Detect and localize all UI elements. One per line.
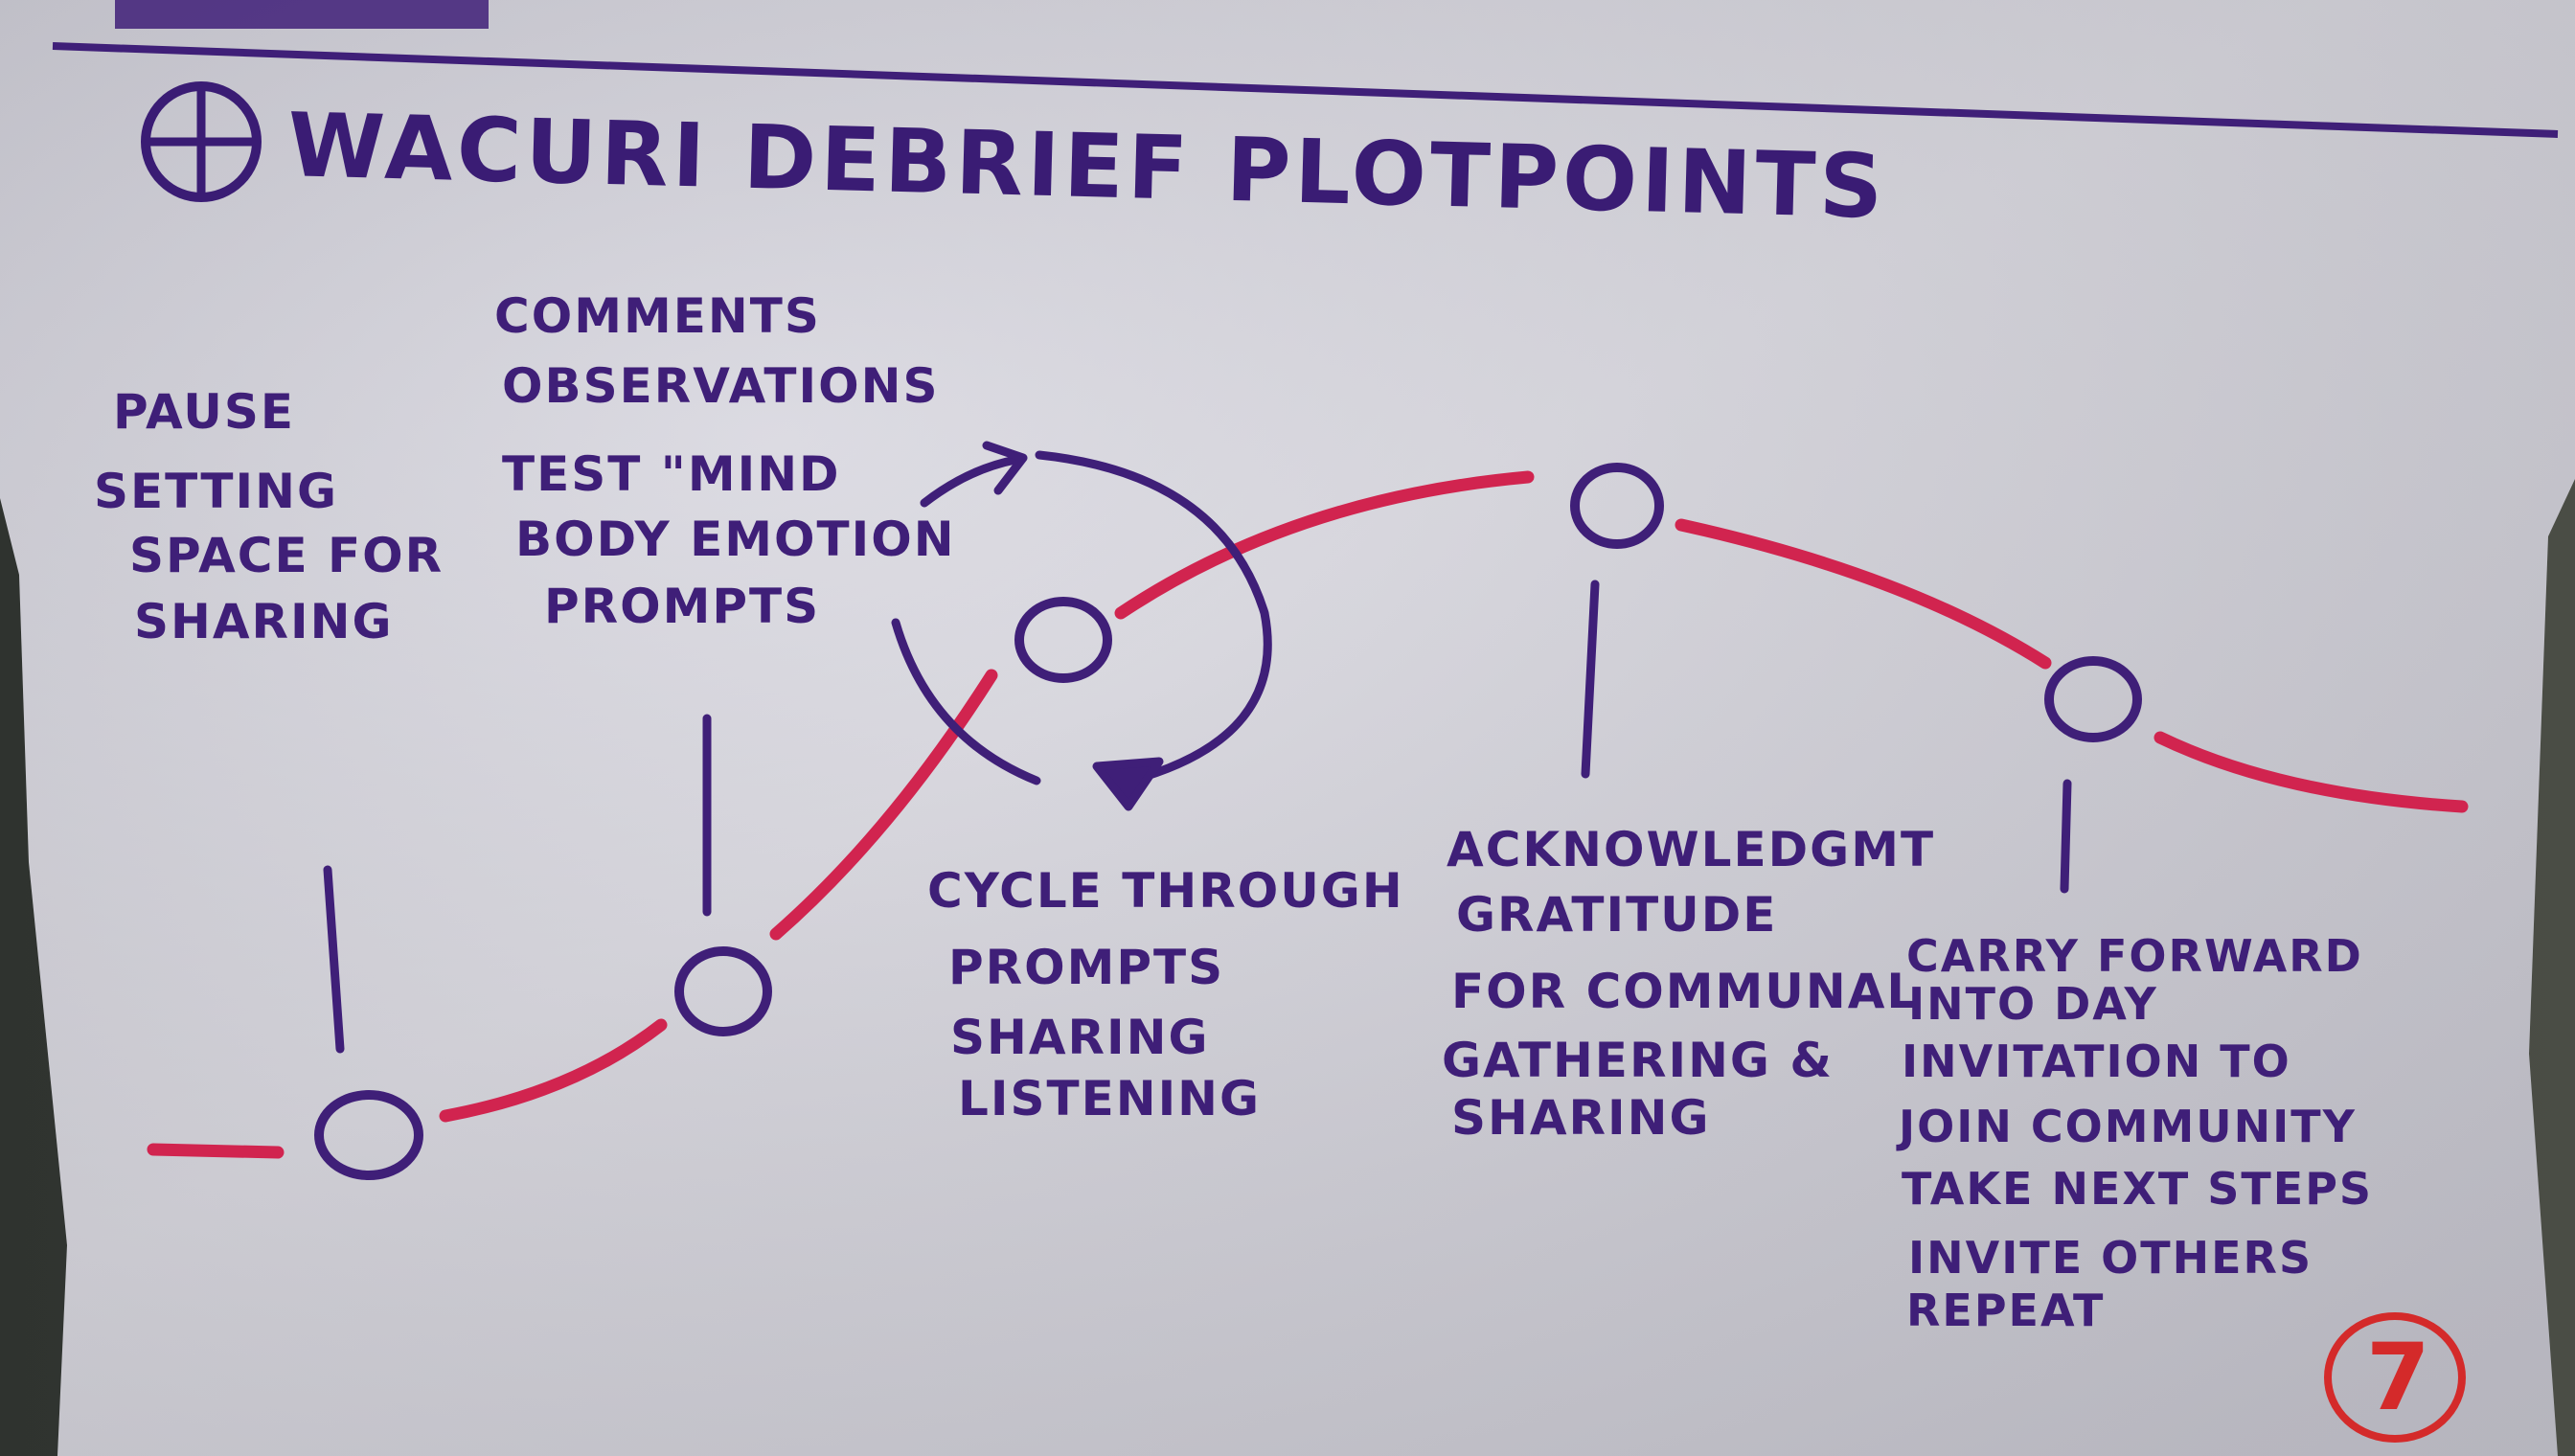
note-line: OBSERVATIONS (502, 358, 940, 414)
circle-cross-icon (141, 81, 262, 202)
cycle-arrow-icon (891, 441, 1272, 811)
note-line: FOR COMMUNAL (1451, 964, 1920, 1019)
curve-segment-5 (1675, 518, 2052, 670)
note-line: TEST "MIND (502, 446, 841, 502)
header-rule (52, 42, 2559, 138)
curve-segment-4 (1114, 470, 1535, 620)
note-line: PAUSE (113, 384, 295, 440)
note-line: COMMENTS (494, 288, 821, 344)
note-line: PROMPTS (948, 940, 1225, 995)
curve-segment-1 (147, 1143, 285, 1159)
note-line: TAKE NEXT STEPS (1902, 1163, 2374, 1215)
note-line: SETTING (94, 464, 339, 519)
note-line: CARRY FORWARD (1906, 930, 2363, 982)
note-line: REPEAT (1906, 1285, 2106, 1336)
curve-segment-6 (2153, 731, 2469, 813)
note-line: JOIN COMMUNITY (1899, 1101, 2357, 1152)
note-line: CYCLE THROUGH (927, 863, 1404, 919)
note-line: LISTENING (958, 1071, 1262, 1126)
note-line: GRATITUDE (1456, 887, 1778, 943)
plot-point-2 (674, 946, 772, 1036)
plot-point-4 (1570, 463, 1664, 549)
connector-1 (323, 865, 345, 1054)
curve-segment-3 (769, 669, 998, 941)
connector-3 (1581, 580, 1600, 779)
note-line: BODY EMOTION (515, 512, 956, 567)
page-number-ring (2324, 1312, 2466, 1443)
note-line: SHARING (950, 1010, 1210, 1065)
plot-point-5 (2044, 656, 2142, 742)
note-line: SPACE FOR (129, 528, 444, 583)
note-line: ACKNOWLEDGMT (1447, 822, 1936, 877)
curve-segment-2 (439, 1018, 668, 1123)
header-scribble (115, 0, 489, 29)
note-line: INTO DAY (1908, 978, 2158, 1030)
note-line: INVITE OTHERS (1908, 1232, 2313, 1284)
plot-points (314, 463, 2142, 1180)
note-line: GATHERING & (1442, 1033, 1834, 1088)
page-number: 7 (2366, 1324, 2430, 1431)
plot-curve (147, 470, 2469, 1159)
plot-point-3 (1014, 597, 1112, 683)
connector-lines (323, 580, 2072, 1054)
plot-point-1 (314, 1090, 423, 1180)
connector-4 (2060, 779, 2072, 894)
note-line: INVITATION TO (1902, 1035, 2291, 1087)
note-line: SHARING (1451, 1090, 1711, 1146)
note-line: PROMPTS (544, 579, 821, 634)
note-line: SHARING (134, 594, 394, 649)
